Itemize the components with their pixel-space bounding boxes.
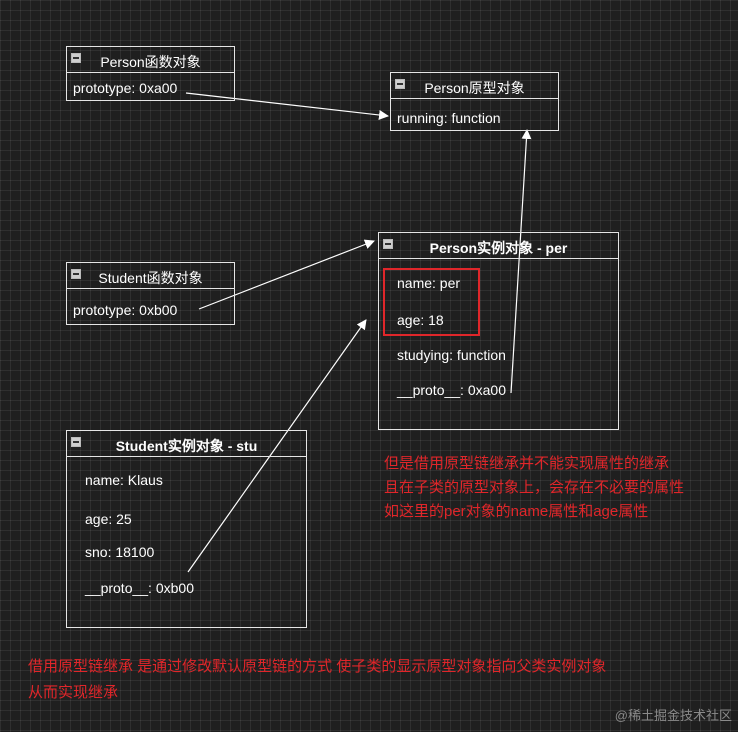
arrow-stu-proto (187, 319, 367, 573)
collapse-icon[interactable] (71, 269, 81, 279)
box-title: Student函数对象 (98, 270, 203, 286)
arrow-per-proto (510, 129, 532, 394)
collapse-icon[interactable] (395, 79, 405, 89)
box-header: Person原型对象 (391, 73, 558, 99)
collapse-icon[interactable] (383, 239, 393, 249)
box-title: Person函数对象 (100, 54, 201, 70)
student-instance-box: Student实例对象 - stu name: Klaus age: 25 sn… (66, 430, 307, 628)
person-prototype-box: Person原型对象 running: function (390, 72, 559, 131)
collapse-icon[interactable] (71, 53, 81, 63)
student-function-box: Student函数对象 prototype: 0xb00 (66, 262, 235, 325)
field-proto: __proto__: 0xb00 (85, 580, 194, 596)
note-problem-line-2: 且在子类的原型对象上，会存在不必要的属性 (384, 479, 685, 496)
watermark: @稀土掘金技术社区 (614, 708, 732, 723)
box-title: Person实例对象 - per (429, 240, 568, 256)
arrow-student-prototype (198, 239, 375, 310)
note-problem-line-1: 但是借用原型链继承并不能实现属性的继承 (384, 455, 670, 472)
field-prototype: prototype: 0xb00 (73, 302, 178, 318)
field-sno: sno: 18100 (85, 544, 155, 560)
box-header: Person实例对象 - per (379, 233, 618, 259)
note-summary-line-1: 借用原型链继承 是通过修改默认原型链的方式 使子类的显示原型对象指向父类实例对象 (28, 658, 607, 675)
box-header: Student实例对象 - stu (67, 431, 306, 457)
box-title: Student实例对象 - stu (115, 438, 258, 454)
collapse-icon[interactable] (71, 437, 81, 447)
field-age: age: 25 (85, 511, 132, 527)
field-name: name: Klaus (85, 472, 163, 488)
field-proto: __proto__: 0xa00 (397, 382, 506, 398)
note-problem-line-3: 如这里的per对象的name属性和age属性 (384, 503, 649, 520)
field-running: running: function (397, 110, 501, 126)
field-name: name: per (397, 275, 461, 291)
arrow-person-prototype (185, 92, 389, 120)
note-summary-line-2: 从而实现继承 (28, 684, 119, 701)
box-title: Person原型对象 (424, 80, 525, 96)
field-studying: studying: function (397, 347, 506, 363)
person-function-box: Person函数对象 prototype: 0xa00 (66, 46, 235, 101)
field-age: age: 18 (397, 312, 444, 328)
highlight-name-age (383, 268, 480, 336)
field-prototype: prototype: 0xa00 (73, 80, 178, 96)
box-header: Student函数对象 (67, 263, 234, 289)
box-header: Person函数对象 (67, 47, 234, 73)
person-instance-box: Person实例对象 - per name: per age: 18 study… (378, 232, 619, 430)
